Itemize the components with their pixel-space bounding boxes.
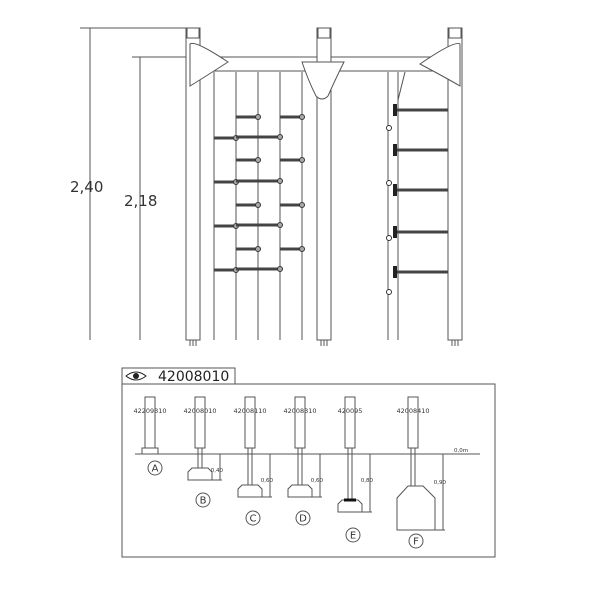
center-connector — [301, 61, 345, 100]
bolt — [386, 235, 392, 241]
elevation-view — [80, 27, 463, 346]
depth-label: 0,60 — [261, 478, 274, 484]
variant-letter: C — [250, 514, 257, 525]
variant-marker — [195, 492, 211, 508]
foundation-variant-c: 42008110 0,60C — [233, 396, 274, 526]
depth-label: 0,60 — [311, 478, 324, 484]
variant-letter: D — [299, 514, 307, 525]
panel-frame — [121, 383, 496, 558]
variant-marker — [147, 460, 163, 476]
depth-label: 0,40 — [211, 468, 224, 474]
foundation-variant-b: 42008010 0,40B — [183, 396, 224, 508]
bolt — [386, 289, 392, 295]
post-section — [407, 396, 419, 449]
variant-letter: F — [413, 537, 419, 548]
variant-letter: B — [200, 496, 207, 507]
variant-marker — [345, 527, 361, 543]
surface-plate — [141, 447, 159, 455]
post-section — [344, 396, 356, 449]
variant-code: 42008010 — [183, 407, 216, 415]
post-section — [244, 396, 256, 449]
variant-code: 42008310 — [283, 407, 316, 415]
variant-marker — [245, 510, 261, 526]
foundation-variant-d: 42008310 0,60D — [283, 396, 324, 526]
variant-marker — [408, 533, 424, 549]
foundation-variant-f: 42008410 0,90F — [396, 396, 447, 549]
variant-code: 420095 — [338, 407, 363, 415]
dimension-height-total: 2,40 — [70, 178, 103, 196]
post-section — [144, 396, 156, 449]
variant-code: 42008410 — [396, 407, 429, 415]
variant-letter: E — [350, 531, 356, 542]
bolt — [386, 180, 392, 186]
concrete-footing — [287, 484, 313, 498]
rung-bracket — [393, 266, 397, 278]
rung-bracket — [393, 144, 397, 156]
concrete-footing — [237, 484, 263, 498]
post-section — [194, 396, 206, 449]
foundation-variant-e: 420095 0,80E — [337, 396, 374, 543]
eye-icon — [125, 371, 147, 381]
corner-connector-right — [419, 42, 461, 87]
variant-marker — [295, 510, 311, 526]
ground-label: 0,0m — [454, 448, 468, 454]
panel-header-code: 42008010 — [158, 369, 229, 385]
post-cap — [186, 27, 200, 39]
post-section — [294, 396, 306, 449]
variant-code: 42209310 — [133, 407, 166, 415]
rung-bracket — [393, 104, 397, 116]
concrete-footing — [187, 467, 213, 481]
post-cap — [317, 27, 331, 39]
rung-bracket — [393, 184, 397, 196]
dimension-height-beam: 2,18 — [124, 192, 157, 210]
concrete-footing — [337, 499, 363, 513]
variant-code: 42008110 — [233, 407, 266, 415]
post-cap — [448, 27, 462, 39]
foundation-panel: 42008010 0,0m 42209310A420080100,40B4200… — [121, 367, 496, 558]
concrete-footing — [396, 485, 436, 531]
variant-letter: A — [152, 464, 159, 475]
depth-label: 0,80 — [361, 478, 374, 484]
depth-label: 0,90 — [434, 480, 447, 486]
corner-connector-left — [189, 42, 229, 87]
rung-bracket — [393, 226, 397, 238]
bolt — [386, 125, 392, 131]
